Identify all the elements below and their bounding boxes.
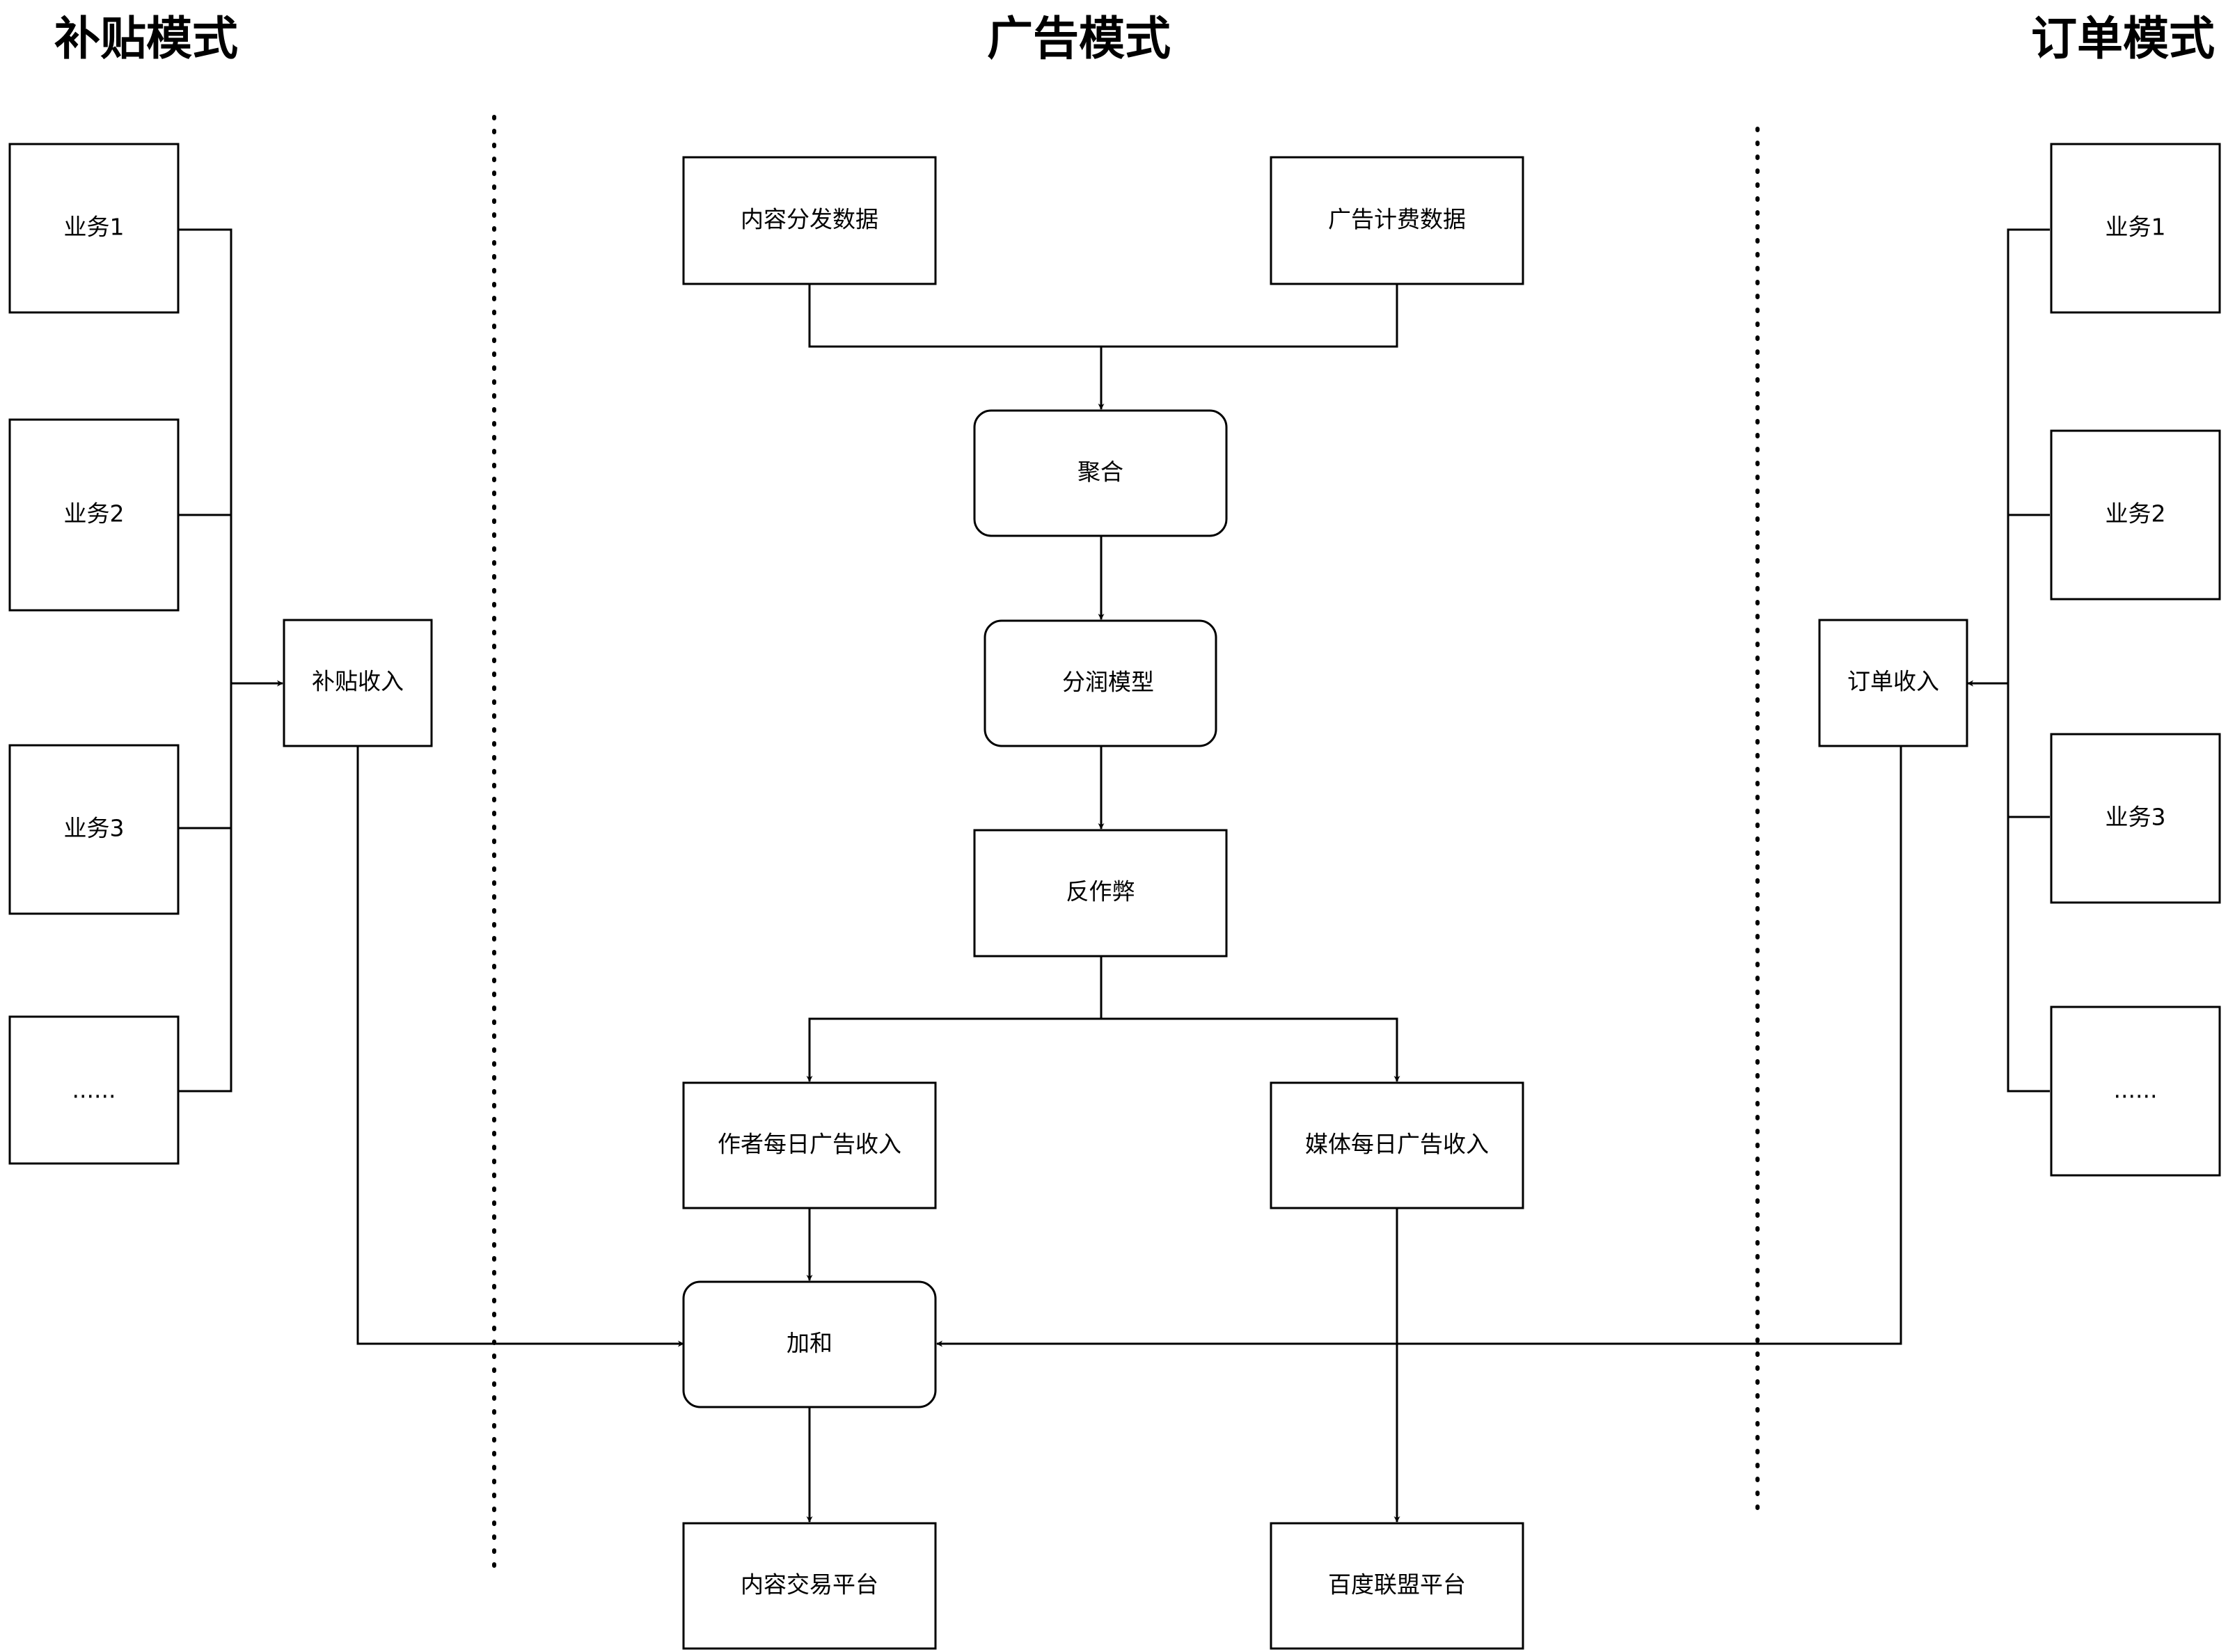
sum-box: 加和: [682, 1280, 937, 1408]
svg-text:加和: 加和: [787, 1330, 832, 1357]
order-item-1: 业务1: [2050, 143, 2221, 314]
order-item-2: 业务2: [2050, 429, 2221, 601]
order-income-box: 订单收入: [1818, 619, 1968, 747]
baidu-union-platform-box: 百度联盟平台: [1270, 1522, 1524, 1650]
heading-order-mode: 订单模式: [2031, 12, 2215, 65]
svg-text:百度联盟平台: 百度联盟平台: [1328, 1571, 1466, 1598]
svg-text:作者每日广告收入: 作者每日广告收入: [718, 1131, 901, 1158]
svg-text:业务1: 业务1: [64, 214, 125, 241]
anti-fraud-box: 反作弊: [973, 829, 1228, 958]
author-daily-ad-income-box: 作者每日广告收入: [682, 1081, 937, 1209]
subsidy-income-box: 补贴收入: [283, 619, 433, 747]
subsidy-item-2: 业务2: [8, 418, 180, 612]
subsidy-connectors: [178, 228, 684, 1347]
svg-text:聚合: 聚合: [1077, 459, 1123, 486]
heading-subsidy-mode: 补贴模式: [54, 12, 238, 65]
ad-billing-data-box: 广告计费数据: [1270, 156, 1524, 285]
svg-text:补贴收入: 补贴收入: [312, 668, 404, 695]
subsidy-item-3: 业务3: [8, 744, 180, 915]
svg-text:内容交易平台: 内容交易平台: [741, 1571, 878, 1598]
svg-text:业务3: 业务3: [2106, 804, 2166, 831]
svg-text:分润模型: 分润模型: [1062, 669, 1154, 696]
svg-text:......: ......: [2114, 1077, 2158, 1104]
order-item-3: 业务3: [2050, 733, 2221, 904]
svg-text:反作弊: 反作弊: [1066, 878, 1135, 905]
svg-text:业务2: 业务2: [64, 500, 125, 527]
order-connectors: [936, 228, 2050, 1347]
content-distribution-data-box: 内容分发数据: [682, 156, 937, 285]
media-daily-ad-income-box: 媒体每日广告收入: [1270, 1081, 1524, 1209]
order-item-more: ......: [2050, 1006, 2221, 1177]
svg-text:广告计费数据: 广告计费数据: [1328, 206, 1466, 233]
svg-text:......: ......: [72, 1077, 116, 1104]
subsidy-item-1: 业务1: [8, 143, 180, 314]
svg-text:内容分发数据: 内容分发数据: [741, 206, 878, 233]
ad-connectors: [806, 284, 1400, 1523]
svg-text:订单收入: 订单收入: [1847, 668, 1939, 695]
content-trading-platform-box: 内容交易平台: [682, 1522, 937, 1650]
aggregate-box: 聚合: [973, 409, 1228, 537]
svg-text:业务2: 业务2: [2106, 500, 2166, 527]
svg-text:业务1: 业务1: [2106, 214, 2166, 241]
subsidy-item-more: ......: [8, 1015, 180, 1165]
svg-text:业务3: 业务3: [64, 815, 125, 842]
profit-model-box: 分润模型: [984, 619, 1217, 747]
svg-text:媒体每日广告收入: 媒体每日广告收入: [1305, 1131, 1489, 1158]
heading-ad-mode: 广告模式: [987, 12, 1171, 65]
